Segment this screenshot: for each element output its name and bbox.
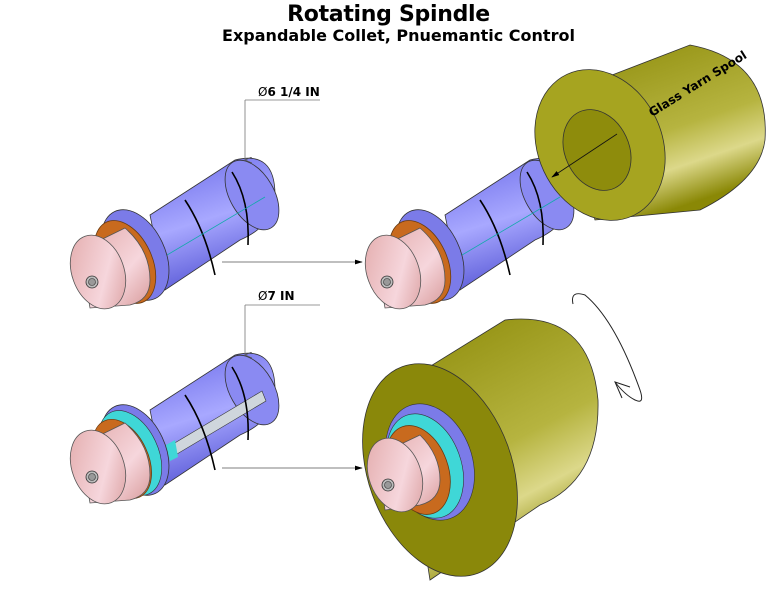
spindle-collapsed: Ø6 1/4 IN <box>69 85 320 310</box>
hub-face <box>69 234 127 310</box>
glass-yarn-spool: Glass Yarn Spool <box>534 44 766 221</box>
dimension-label-collapsed: Ø6 1/4 IN <box>258 85 320 99</box>
diagram-title: Rotating Spindle <box>287 2 490 27</box>
spool-bore <box>562 109 632 191</box>
dimension-label-expanded: Ø7 IN <box>258 289 295 303</box>
rotation-arrow-icon <box>572 293 643 402</box>
diagram-subtitle: Expandable Collet, Pnuemantic Control <box>222 26 575 45</box>
spool-mounted <box>362 318 599 581</box>
spindle-expanded <box>69 352 280 505</box>
spindle-loading <box>364 157 575 310</box>
